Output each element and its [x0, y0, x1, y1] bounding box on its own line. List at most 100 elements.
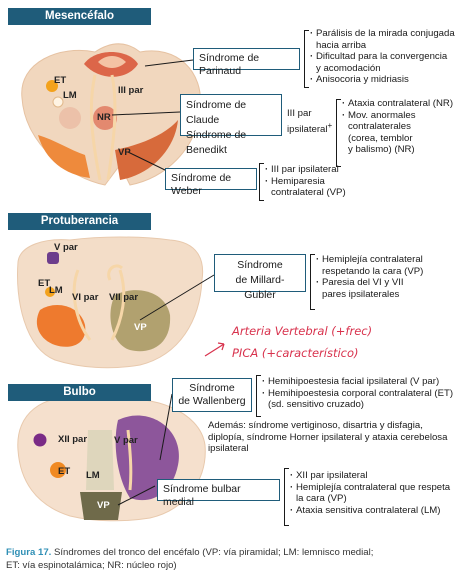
claude-item: y balismo) (NR): [348, 144, 415, 156]
parinaud-box: Síndrome de Parinaud: [193, 48, 300, 77]
pons-pyramidal-right: [110, 290, 171, 352]
wallenberg-item: Hemihipoestesia facial ipsilateral (V pa…: [262, 376, 453, 388]
claude-iii-par: III par ipsilateral+: [287, 108, 332, 136]
vi-nerve: [72, 269, 92, 341]
label-v-par-bulbo: V par: [114, 435, 138, 446]
midbrain-tectum-inner: [98, 56, 126, 68]
bulbar-item: XII par ipsilateral: [290, 470, 450, 482]
wallenberg-box: Síndrome de Wallenberg: [172, 378, 252, 412]
vii-nerve-loop: [107, 264, 123, 281]
claude-item: contralaterales: [348, 121, 411, 133]
bulbar-item: Hemiplejía contralateral que respeta: [290, 482, 450, 494]
label-vp-bulbo: VP: [97, 500, 110, 511]
claude-benedikt-box: Síndrome de Claude Síndrome de Benedikt: [180, 94, 282, 156]
ademas-line: Además: síndrome vertiginoso, disartria …: [208, 420, 423, 431]
wallenberg-title2: de Wallenberg: [178, 395, 246, 407]
parinaud-title: Síndrome de Parinaud: [199, 52, 260, 77]
parinaud-item: Anisocoria y midriasis: [310, 74, 455, 86]
et-dot-mesencefalo: [46, 80, 58, 92]
claude-brace: [336, 99, 341, 167]
parinaud-brace: [304, 30, 309, 88]
label-vii-par: VII par: [109, 292, 139, 303]
label-et-pons: ET: [38, 278, 51, 289]
ademas-line: ipsilateral: [208, 443, 249, 455]
benedikt-title: Síndrome de Benedikt: [186, 129, 247, 156]
label-lm-bulbo: LM: [86, 470, 100, 481]
weber-item: Hemiparesia: [265, 176, 346, 188]
wallenberg-item: Hemihipoestesia corporal contralateral (…: [262, 388, 453, 400]
weber-box: Síndrome de Weber: [165, 168, 257, 197]
section-header-protuberancia: Protuberancia: [8, 213, 151, 230]
handwritten-note-2: PICA (+característico): [232, 346, 359, 360]
label-et-bulbo: ET: [58, 466, 71, 477]
label-vp-pons: VP: [134, 322, 147, 333]
parinaud-list: Parálisis de la mirada conjugada hacia a…: [310, 28, 455, 86]
wallenberg-item: (sd. sensitivo cruzado): [268, 399, 364, 411]
label-lm-mesencefalo: LM: [63, 90, 77, 101]
label-xii-par: XII par: [58, 434, 88, 445]
wallenberg-title1: Síndrome: [189, 382, 235, 394]
wallenberg-ademas: Además: síndrome vertiginoso, disartria …: [202, 420, 447, 455]
figure-caption: Figura 17. Síndromes del tronco del encé…: [6, 547, 454, 572]
caption-text-2: ET: vía espinotalámica; NR: núcleo rojo): [6, 559, 177, 571]
weber-brace: [259, 163, 264, 201]
et-dot-bulbo: [50, 462, 66, 478]
label-et-mesencefalo: ET: [54, 75, 67, 86]
red-nucleus-left: [59, 107, 81, 129]
vii-nerve: [110, 269, 126, 341]
millard-title1: Síndrome: [237, 259, 283, 271]
millard-item: Paresia del VI y VII: [316, 277, 423, 289]
parinaud-item: y acomodación: [316, 62, 381, 74]
parinaud-item: Parálisis de la mirada conjugada: [310, 28, 455, 40]
claude-iii-line2: ipsilateral: [287, 124, 328, 136]
millard-list: Hemiplejía contralateral respetando la c…: [316, 254, 423, 300]
red-nucleus-right: [93, 106, 117, 130]
section-header-bulbo: Bulbo: [8, 384, 151, 401]
millard-item: Hemiplejía contralateral: [316, 254, 423, 266]
weber-list: III par ipsilateral Hemiparesia contrala…: [265, 164, 346, 199]
bulbar-brace: [284, 468, 289, 526]
ademas-line: diplopía, síndrome Horner ipsilateral y …: [208, 431, 448, 443]
millard-gubler-box: Síndrome de Millard-Gubler: [214, 254, 306, 301]
label-vi-par: VI par: [72, 292, 99, 303]
iii-nerve-left: [89, 74, 102, 181]
bulbar-item: Ataxia sensitiva contralateral (LM): [290, 505, 450, 517]
label-iii-par: III par: [118, 85, 144, 96]
weber-item: III par ipsilateral: [265, 164, 346, 176]
label-vp-mesencefalo: VP: [118, 147, 131, 158]
parinaud-item: hacia arriba: [316, 39, 367, 51]
claude-iii-sup: +: [327, 121, 333, 130]
bulbar-item: la cara (VP): [296, 493, 347, 505]
pyramidal-tract-left: [38, 135, 90, 178]
claude-list: Ataxia contralateral (NR) Mov. anormales…: [342, 98, 453, 156]
label-v-par: V par: [54, 242, 78, 253]
claude-item: Ataxia contralateral (NR): [342, 98, 453, 110]
label-nr: NR: [97, 112, 111, 123]
weber-item: contralateral (VP): [271, 187, 346, 199]
wallenberg-list: Hemihipoestesia facial ipsilateral (V pa…: [262, 376, 453, 411]
claude-title: Síndrome de Claude: [186, 99, 247, 126]
v-par-bulbo-tract: [126, 429, 133, 491]
bulbar-title: Síndrome bulbar medial: [163, 483, 241, 508]
claude-item: Mov. anormales: [342, 110, 453, 122]
bulbar-medial-box: Síndrome bulbar medial: [157, 479, 280, 508]
xii-par-dot: [33, 433, 47, 447]
lm-dot-mesencefalo: [52, 96, 64, 108]
claude-iii-line1: III par: [287, 108, 312, 119]
v-par-dot: [47, 252, 59, 264]
weber-title: Síndrome de Weber: [171, 172, 232, 197]
bulbar-list: XII par ipsilateral Hemiplejía contralat…: [290, 470, 450, 516]
lm-bulbo: [86, 430, 114, 490]
millard-brace: [310, 254, 315, 310]
wallenberg-brace: [256, 375, 261, 417]
millard-item: respetando la cara (VP): [322, 265, 424, 277]
label-lm-pons: LM: [49, 285, 63, 296]
millard-item: pares ipsilaterales: [322, 288, 400, 300]
pyramidal-tract-right: [115, 120, 178, 180]
parinaud-item: Dificultad para la convergencia: [310, 51, 455, 63]
vp-bulbo: [80, 492, 122, 520]
figure-label: Figura 17.: [6, 547, 52, 558]
iii-nerve-right: [106, 74, 117, 181]
et-dot-pons: [45, 287, 55, 297]
